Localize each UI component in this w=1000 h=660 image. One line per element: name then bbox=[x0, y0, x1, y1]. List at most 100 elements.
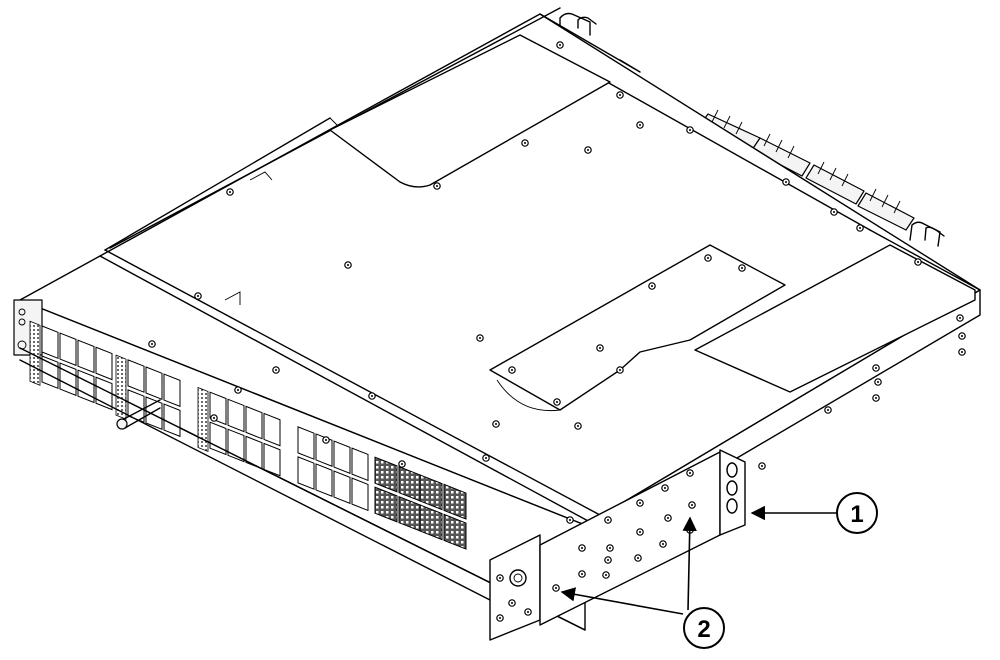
port-cage-icon bbox=[297, 426, 315, 460]
screw-center bbox=[664, 487, 666, 489]
screw-center bbox=[555, 587, 557, 589]
port-cage-icon bbox=[419, 474, 443, 511]
callout-2: 2 bbox=[560, 516, 725, 649]
screw-center bbox=[639, 502, 641, 504]
screw-center bbox=[609, 547, 611, 549]
ground-lug bbox=[509, 569, 527, 587]
port-cage-icon bbox=[443, 513, 467, 550]
screw-center bbox=[229, 191, 231, 193]
screw-center bbox=[639, 531, 641, 533]
screw-center bbox=[662, 543, 664, 545]
screw-center bbox=[741, 267, 743, 269]
screw-center bbox=[587, 149, 589, 151]
port-cage-icon bbox=[333, 470, 351, 505]
callout-2-label: 2 bbox=[697, 616, 710, 643]
screw-center bbox=[689, 129, 691, 131]
screw-center bbox=[275, 369, 277, 371]
screw-center bbox=[559, 44, 561, 46]
screw-center bbox=[689, 472, 691, 474]
callout-1: 1 bbox=[750, 492, 878, 534]
port-cage-icon bbox=[145, 366, 163, 401]
screw-center bbox=[619, 369, 621, 371]
screw-center bbox=[619, 94, 621, 96]
port-cage-icon bbox=[419, 504, 443, 541]
screw-center bbox=[581, 573, 583, 575]
port-cage-icon bbox=[41, 355, 59, 390]
cable-connector bbox=[121, 399, 161, 429]
screw-center bbox=[859, 227, 861, 229]
screw-center bbox=[637, 557, 639, 559]
screw-center bbox=[577, 425, 579, 427]
ear-slot bbox=[726, 480, 738, 496]
port-cage-icon bbox=[374, 456, 398, 493]
port-cage-icon bbox=[163, 403, 181, 438]
screw-center bbox=[237, 389, 239, 391]
port-cage-icon bbox=[163, 373, 181, 408]
port-cage-icon bbox=[351, 477, 369, 512]
screw-center bbox=[667, 517, 669, 519]
screw-center bbox=[785, 181, 787, 183]
screw-center bbox=[607, 559, 609, 561]
rack-mount-ear[interactable] bbox=[719, 449, 746, 536]
port-cage-icon bbox=[209, 421, 227, 456]
screw-center bbox=[479, 337, 481, 339]
screw-center bbox=[605, 574, 607, 576]
cable-end bbox=[116, 418, 128, 430]
screw-center bbox=[527, 611, 529, 613]
port-cage-icon bbox=[59, 332, 77, 367]
port-cage-icon bbox=[245, 405, 263, 440]
port-cage-icon bbox=[77, 339, 95, 374]
screw-center bbox=[495, 423, 497, 425]
screw-center bbox=[691, 504, 693, 506]
screw-center bbox=[827, 409, 829, 411]
screw-center bbox=[607, 519, 609, 521]
ear-slot bbox=[726, 498, 738, 514]
port-cage-icon bbox=[245, 435, 263, 470]
port-cage-icon bbox=[297, 456, 315, 490]
corner-mark bbox=[249, 171, 273, 181]
port-cage-icon bbox=[263, 412, 281, 447]
port-cage-icon bbox=[95, 346, 113, 381]
screw-center bbox=[499, 577, 501, 579]
port-cage-icon bbox=[374, 486, 398, 523]
screw-center bbox=[877, 381, 879, 383]
screw-center bbox=[581, 547, 583, 549]
screw-center bbox=[401, 463, 403, 465]
port-cage-icon bbox=[333, 440, 351, 475]
screw-center bbox=[569, 519, 571, 521]
port-cage-icon bbox=[443, 483, 467, 520]
port-cage-icon bbox=[227, 398, 245, 433]
screw-center bbox=[875, 367, 877, 369]
port-cage-icon bbox=[145, 396, 163, 431]
label-plate-rear bbox=[329, 34, 611, 188]
port-cage-icon bbox=[127, 359, 145, 393]
port-cage-icon bbox=[315, 463, 333, 497]
screw-center bbox=[833, 211, 835, 213]
screw-center bbox=[917, 261, 919, 263]
screw-center bbox=[556, 401, 558, 403]
screw-center bbox=[959, 317, 961, 319]
fan-module-icon bbox=[805, 164, 865, 205]
led-icon bbox=[18, 308, 26, 316]
screw-center bbox=[961, 335, 963, 337]
screw-center bbox=[436, 185, 438, 187]
ear-slot bbox=[726, 462, 738, 478]
port-cage-icon bbox=[351, 447, 369, 482]
screw-center bbox=[707, 257, 709, 259]
label-plate-middle bbox=[489, 244, 786, 411]
screw-center bbox=[197, 295, 199, 297]
led-icon bbox=[18, 318, 26, 326]
port-cage-icon bbox=[227, 428, 245, 463]
rear-handles bbox=[559, 12, 945, 247]
screw-center bbox=[151, 343, 153, 345]
screw-center bbox=[961, 351, 963, 353]
vent-mesh bbox=[197, 386, 209, 453]
screw-center bbox=[325, 439, 327, 441]
screw-center bbox=[511, 369, 513, 371]
screw-center bbox=[651, 285, 653, 287]
screw-center bbox=[213, 417, 215, 419]
screw-center bbox=[485, 457, 487, 459]
screw-center bbox=[499, 617, 501, 619]
